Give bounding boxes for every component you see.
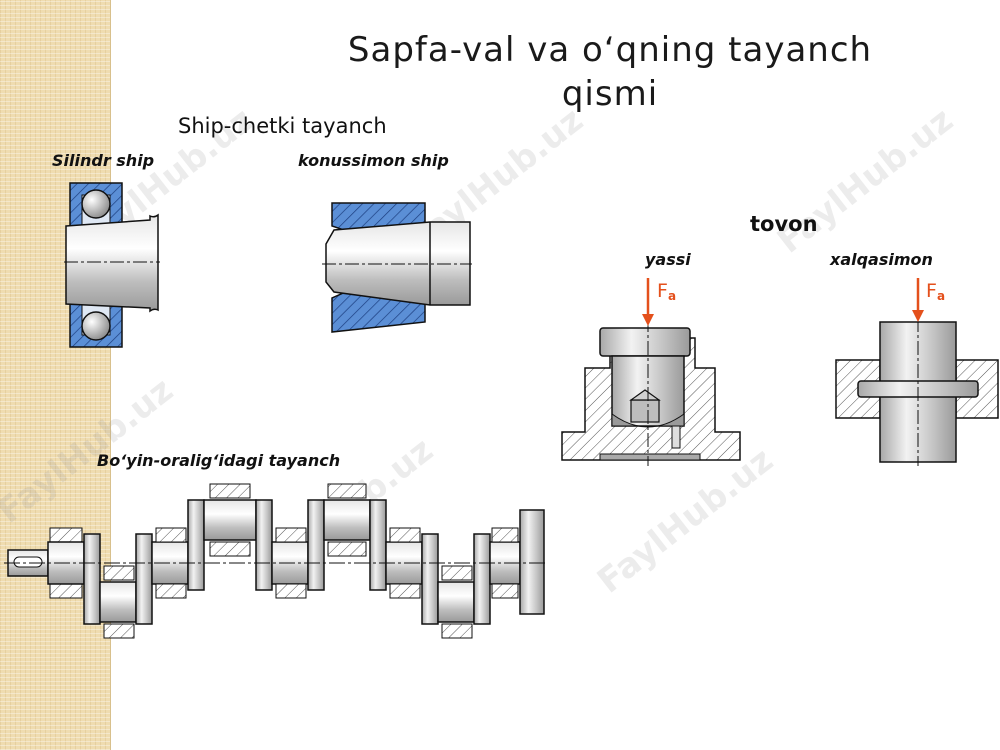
force-subscript: a <box>667 289 677 303</box>
tovon-label: tovon <box>750 212 818 236</box>
konussimon-ship-label: konussimon ship <box>298 151 449 170</box>
silindr-ship-label: Silindr ship <box>52 151 155 170</box>
tovon-yassi-drawing <box>561 278 741 466</box>
decorative-side-strip <box>0 0 111 750</box>
title-line-2: qismi <box>561 74 659 114</box>
crankshaft-drawing <box>4 483 548 639</box>
force-symbol: F <box>657 280 668 302</box>
konussimon-ship-drawing <box>322 202 472 333</box>
page-title: Sapfa-val va o‘qning tayanch qismi <box>330 28 890 116</box>
force-label-yassi: Fa <box>657 280 676 303</box>
title-line-1: Sapfa-val va o‘qning tayanch <box>347 30 873 70</box>
force-label-xalqasimon: Fa <box>926 280 945 303</box>
tovon-xalqasimon-drawing <box>835 278 999 466</box>
section-ship-chetki-label: Ship-chetki tayanch <box>178 114 387 138</box>
yassi-label: yassi <box>645 250 691 269</box>
force-symbol: F <box>926 280 937 302</box>
xalqasimon-label: xalqasimon <box>830 250 933 269</box>
silindr-ship-drawing <box>64 182 160 348</box>
force-subscript: a <box>936 289 946 303</box>
boyin-oraligidagi-label: Bo‘yin-oralig‘idagi tayanch <box>97 451 341 470</box>
